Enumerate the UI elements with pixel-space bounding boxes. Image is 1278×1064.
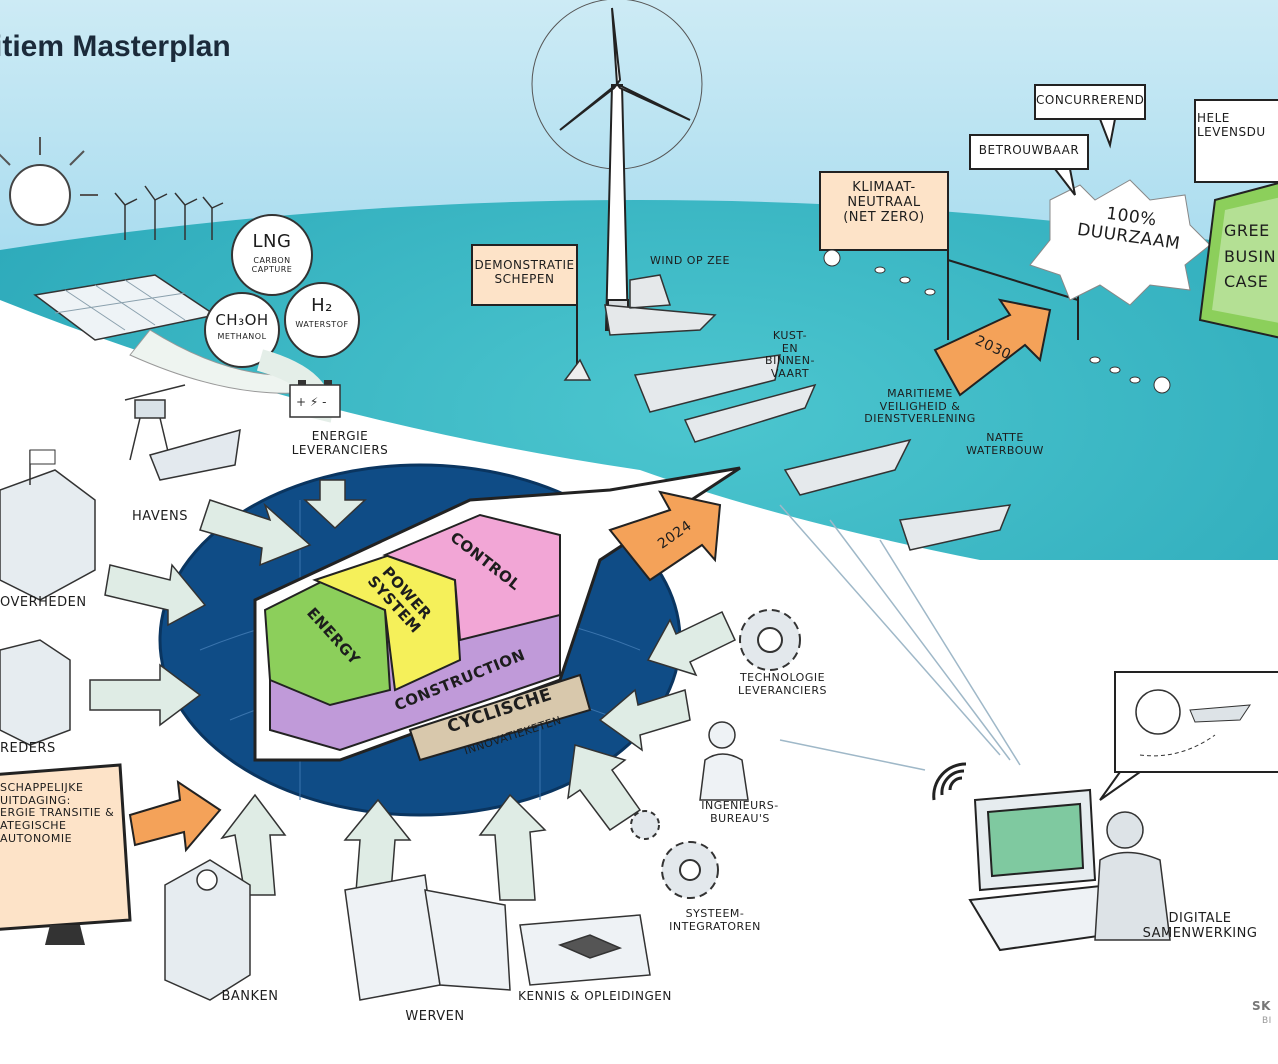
gear-icon: [739, 609, 801, 671]
graduation-cap-icon: [519, 914, 651, 986]
label-havens: HAVENS: [132, 509, 188, 524]
arrow-systeem: [567, 744, 642, 832]
hele-bubble-bg: [1194, 99, 1278, 183]
klimaat-beam: [947, 259, 1079, 301]
monitor-icon: [0, 763, 132, 945]
duurzaam-burst: [1029, 179, 1211, 306]
shipyard-archive: [344, 874, 511, 1001]
buoy-path: [874, 266, 1141, 384]
concurrerend-bubble-bg: [1034, 84, 1146, 120]
cycle-tag: [408, 673, 592, 762]
lng-circle: [231, 214, 313, 296]
goal-betrouwbaar: BETROUWBAAR: [978, 143, 1080, 157]
label-ingenieurs: INGENIEURS- BUREAU'S: [701, 799, 779, 825]
betrouwbaar-bubble-bg: [969, 134, 1089, 170]
engineer-figure: [699, 721, 749, 801]
gear-icon: [630, 810, 660, 840]
bubble-tail: [1098, 118, 1117, 149]
arrow-overheden: [104, 563, 207, 627]
demonstratie-sign: [471, 244, 578, 306]
page-title: itiem Masterplan: [0, 30, 231, 63]
klimaat-sign: [819, 171, 949, 251]
arrow-2030: [933, 298, 1052, 397]
flag-icon: [29, 449, 56, 465]
lng-label: LNG: [252, 231, 292, 252]
hydrogen-circle: [284, 282, 360, 358]
hydrogen-sub-label: WATERSTOF: [295, 320, 349, 329]
label-overheden: OVERHEDEN: [0, 595, 87, 610]
svg-text:+ ⚡ -: + ⚡ -: [296, 395, 326, 409]
thought-bubble: [1099, 671, 1278, 801]
buoy-icon: [823, 249, 841, 267]
operator-figure: [1094, 811, 1171, 941]
label-technologie: TECHNOLOGIE LEVERANCIERS: [737, 671, 827, 697]
building-icon: [0, 450, 96, 601]
stakeholder-arrows: [89, 479, 736, 906]
wind-turbine-icon: [114, 185, 224, 240]
goal-green-business-case: GREE BUSIN CASE: [1224, 221, 1277, 292]
methanol-sub-label: METHANOL: [217, 332, 267, 341]
label-werven: WERVEN: [405, 1009, 465, 1024]
goal-concurrerend: CONCURREREND: [1036, 93, 1145, 107]
label-banken: BANKEN: [221, 989, 279, 1004]
hydrogen-label: H₂: [311, 295, 333, 316]
credit-mark: SK: [1252, 999, 1271, 1013]
patrol-ship: [783, 438, 912, 496]
label-maritieme: MARITIEME VEILIGHEID & DIENSTVERLENING: [864, 387, 976, 426]
arrow-energie: [303, 479, 367, 530]
wifi-signal-icon: [932, 762, 967, 801]
methanol-label: CH₃OH: [215, 311, 269, 329]
goal-hele-levensduur: HELE LEVENSDU: [1197, 111, 1266, 139]
dredger-ship: [899, 504, 1012, 551]
arrow-challenge: [128, 779, 222, 853]
sight-lines: [779, 504, 1021, 771]
label-reders: REDERS: [0, 741, 56, 756]
label-natte: NATTE WATERBOUW: [966, 431, 1044, 457]
control-block: [382, 513, 561, 642]
lng-sub-label: CARBON CAPTURE: [251, 256, 293, 275]
challenge-text: SCHAPPELIJKE UITDAGING: ERGIE TRANSITIE …: [0, 781, 115, 845]
inland-ship: [683, 383, 817, 443]
methanol-circle: [204, 292, 280, 368]
bubble-tail: [1052, 168, 1076, 196]
label-kennis: KENNIS & OPLEIDINGEN: [518, 989, 672, 1003]
green-card: [1198, 182, 1278, 339]
label-energie: ENERGIE LEVERANCIERS: [291, 429, 389, 457]
arrow-2024: [608, 490, 722, 582]
label-wind-op-zee: WIND OP ZEE: [649, 254, 731, 267]
arrow-kennis: [478, 793, 547, 901]
port-ship: [148, 428, 241, 481]
container-ship: [633, 354, 781, 413]
building-icon: [0, 639, 71, 746]
label-klimaat: KLIMAAT- NEUTRAAL (NET ZERO): [843, 180, 925, 225]
arrow-technologie: [646, 610, 736, 677]
buoy-icon: [563, 358, 592, 381]
arrow-reders: [89, 663, 202, 727]
gear-icon: [661, 841, 719, 899]
buoy-icon: [1153, 376, 1171, 394]
label-demonstratie: DEMONSTRATIE SCHEPEN: [474, 258, 575, 286]
service-vessel: [604, 274, 717, 336]
label-kust: KUST- EN BINNEN- VAART: [765, 329, 815, 380]
crane-icon: [124, 384, 186, 461]
battery-icon: + ⚡ -: [289, 380, 341, 418]
arrow-havens: [199, 499, 312, 567]
arrow-ingenieurs: [598, 688, 691, 752]
credit-mark-2: BI: [1262, 1016, 1272, 1026]
label-digitaal: DIGITALE SAMENWERKING: [1142, 911, 1258, 941]
sun-icon: [0, 137, 98, 226]
building-icon: [164, 859, 251, 1001]
arrow-banken: [220, 793, 287, 896]
label-systeem: SYSTEEM- INTEGRATOREN: [669, 907, 761, 933]
green-card-inner: [1212, 197, 1278, 323]
